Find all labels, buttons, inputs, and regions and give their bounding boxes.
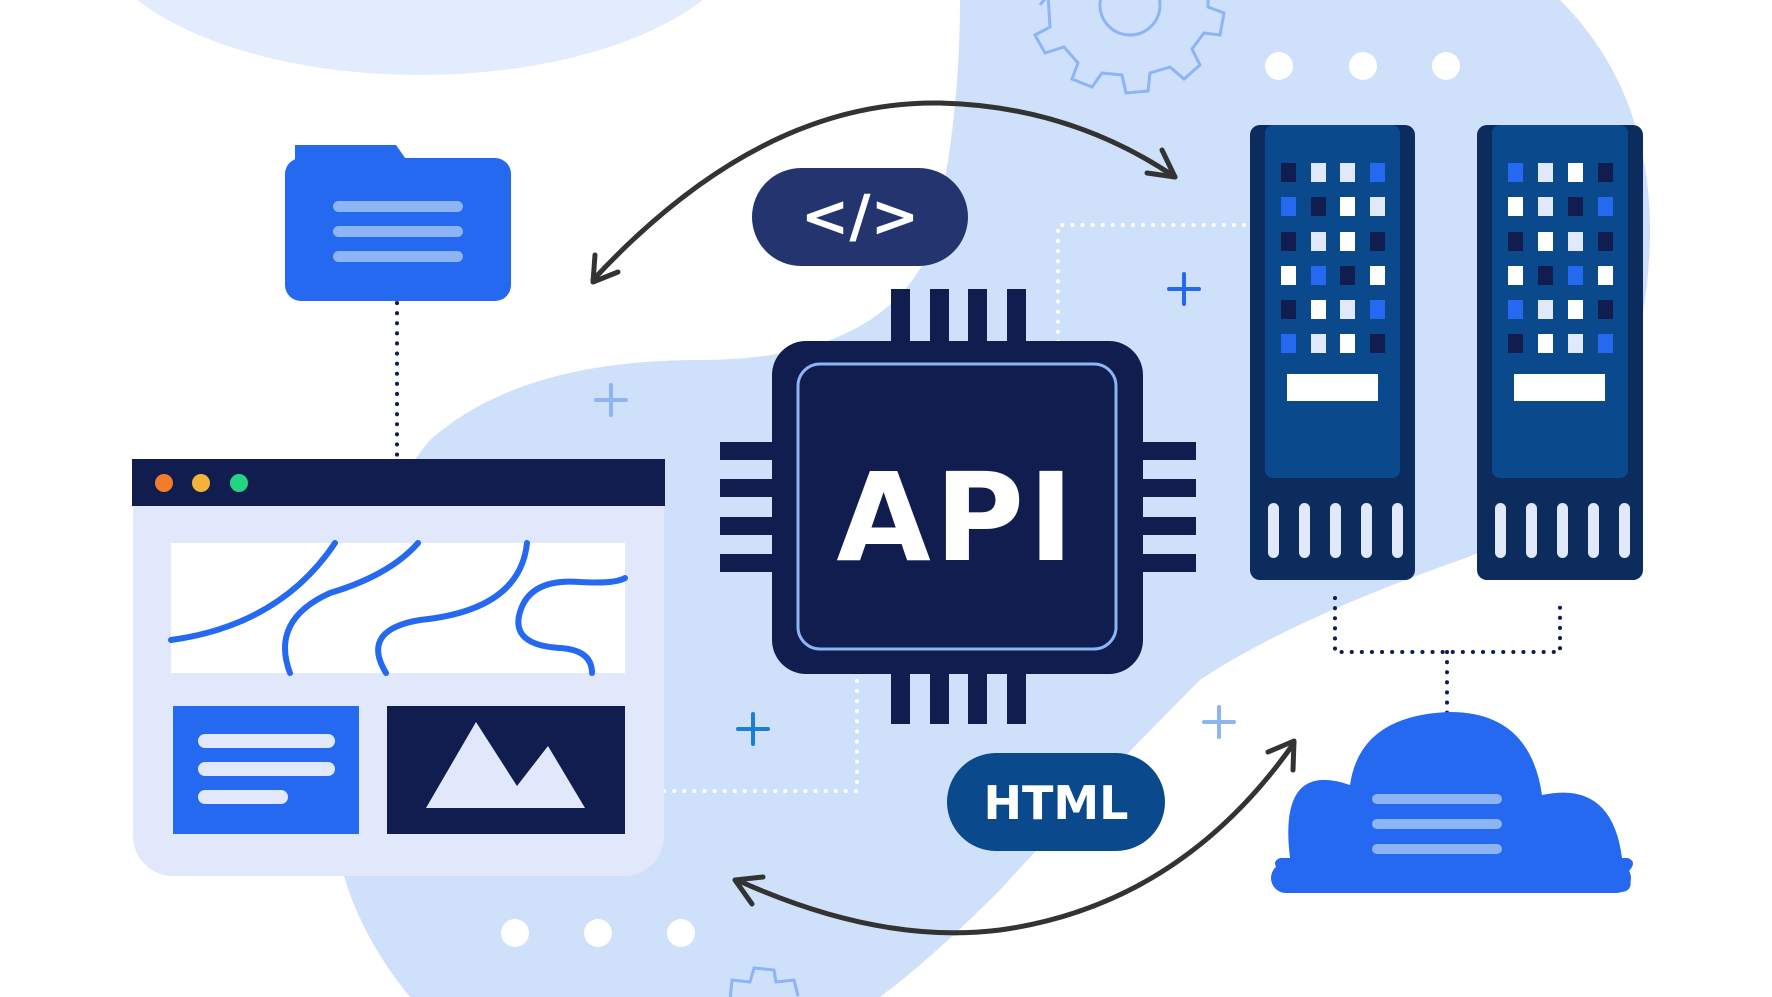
folder-line bbox=[333, 251, 463, 262]
chip-pins bbox=[720, 289, 1196, 724]
top-arrowhead-left bbox=[590, 252, 621, 285]
server-status-leds bbox=[1508, 163, 1613, 353]
top-curved-arrow bbox=[590, 100, 1178, 283]
decorative-dot bbox=[501, 919, 529, 947]
plus-icon bbox=[1167, 272, 1201, 306]
chip-inner-border bbox=[796, 362, 1118, 651]
decorative-dot bbox=[1432, 52, 1460, 80]
code-badge: </> bbox=[752, 168, 968, 266]
decorative-dot bbox=[1265, 52, 1293, 80]
window-titlebar bbox=[132, 459, 665, 506]
traffic-light-red bbox=[155, 474, 173, 492]
map-route-lines bbox=[168, 540, 628, 676]
bottom-arrowhead-right bbox=[1265, 738, 1297, 773]
servers-to-cloud-connector bbox=[1333, 596, 1562, 727]
folder-tab bbox=[295, 145, 408, 162]
window-to-chip-connector bbox=[662, 670, 859, 793]
plus-icon bbox=[736, 712, 770, 746]
top-arrowhead-right bbox=[1144, 147, 1178, 180]
sync-arrows bbox=[590, 100, 1297, 936]
cloud-icon bbox=[1271, 712, 1633, 893]
html-badge-label: HTML bbox=[984, 776, 1129, 830]
decorative-dot bbox=[667, 919, 695, 947]
browser-window-icon bbox=[132, 459, 665, 876]
chip-body bbox=[772, 341, 1143, 674]
plus-icon bbox=[1202, 705, 1236, 739]
folder-line bbox=[333, 201, 463, 212]
bottom-arrowhead-left bbox=[732, 874, 766, 907]
image-placeholder-icon bbox=[426, 722, 585, 808]
server-drive-bar bbox=[1287, 374, 1378, 401]
bottom-curved-arrow bbox=[734, 740, 1297, 936]
server-rack-icon bbox=[1477, 125, 1643, 580]
html-badge: HTML bbox=[947, 753, 1165, 851]
server-status-leds bbox=[1281, 163, 1385, 353]
html-badge-pill bbox=[947, 753, 1165, 851]
cloud-line bbox=[1372, 844, 1502, 854]
cloud-line bbox=[1372, 794, 1502, 804]
folder-icon bbox=[285, 145, 511, 301]
api-chip-icon: API bbox=[720, 289, 1196, 724]
text-card-line bbox=[198, 762, 335, 776]
plus-icon bbox=[594, 383, 628, 417]
text-card-line bbox=[198, 790, 288, 804]
gear-icon bbox=[1032, 0, 1226, 95]
server-rack-icon bbox=[1250, 125, 1415, 580]
background-blob-top bbox=[137, 0, 703, 75]
decorative-dot bbox=[1349, 52, 1377, 80]
traffic-light-green bbox=[230, 474, 248, 492]
decorative-dot bbox=[584, 919, 612, 947]
chip-to-server-connector bbox=[1056, 223, 1252, 344]
code-badge-pill bbox=[752, 168, 968, 266]
server-vents bbox=[1268, 503, 1403, 558]
traffic-light-yellow bbox=[192, 474, 210, 492]
text-card-line bbox=[198, 734, 335, 748]
server-vents bbox=[1495, 503, 1630, 558]
server-drive-bar bbox=[1514, 374, 1605, 401]
cloud-line bbox=[1372, 819, 1502, 829]
cloud-stripe bbox=[1271, 863, 1631, 893]
chip-label: API bbox=[836, 447, 1077, 589]
folder-line bbox=[333, 226, 463, 237]
gear-icon bbox=[728, 966, 800, 997]
code-badge-label: </> bbox=[801, 182, 919, 250]
